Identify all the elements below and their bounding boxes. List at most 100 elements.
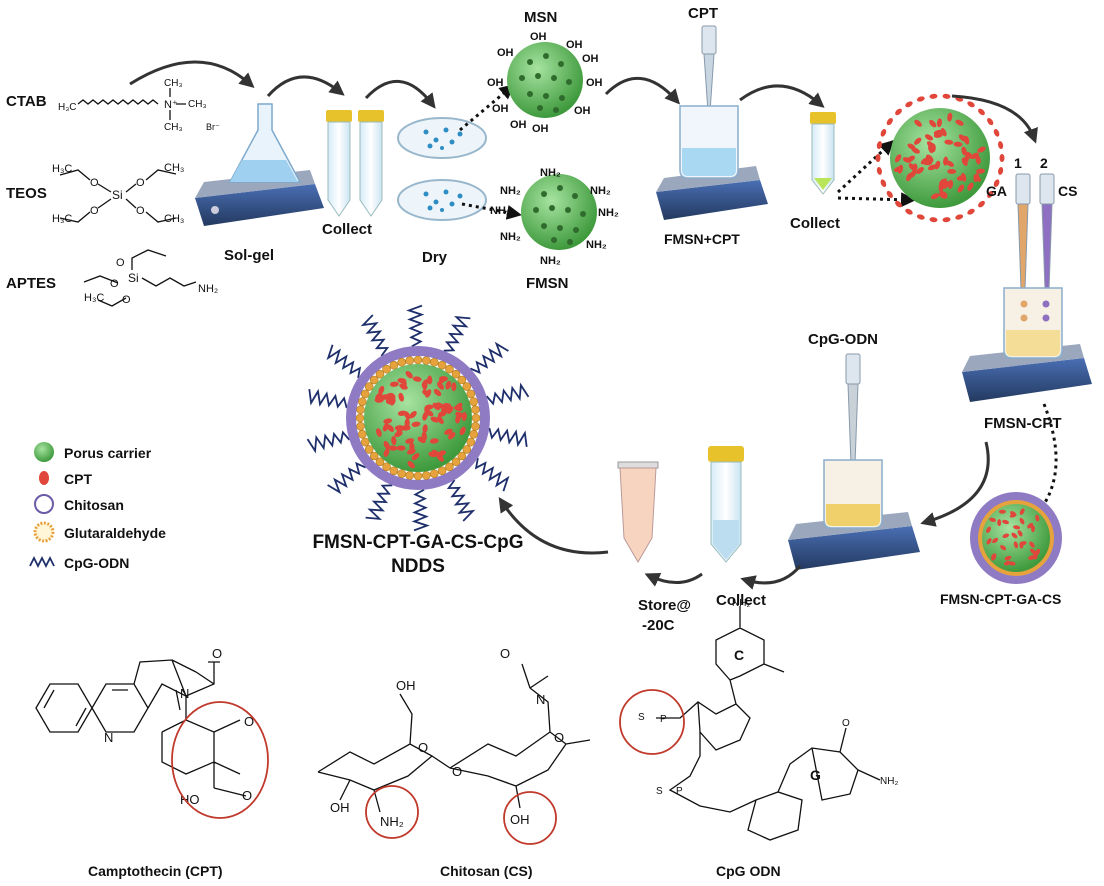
cpt-dot [955,214,964,220]
legend-item-chitosan: Chitosan [34,494,124,514]
dotted-arrow-to-fmsn [461,202,522,220]
centrifuge-tube-3 [708,446,744,563]
cs-oh-highlight [503,791,557,845]
step-solgel: Sol-gel [224,247,274,264]
step-fmsn-cpt: FMSN-CPT [984,415,1062,432]
cpt-dot [1019,508,1025,515]
teos-h3c-1: H₃C [52,163,72,175]
msn-oh-groups: OH OH OH OH OH OH OH OH OH OH [487,31,603,135]
stirrer-base [656,180,768,220]
cpt-dot [938,182,944,192]
cpg-strand [327,461,367,495]
beaker-stirrer-2 [962,287,1092,402]
teos-o3: O [90,205,99,217]
cpt-dot [916,167,924,174]
cpt-dot [986,538,992,545]
tube-cap [358,110,384,122]
cpg-odn-structure: S P S P NH₂ C G O NH₂ [619,598,898,841]
cpt-dot [978,200,985,208]
tube-body [811,123,835,195]
oh-label: OH [582,53,599,65]
stirrer-base [788,526,920,570]
cpt-dot [944,139,954,145]
cpt-dot [422,424,428,434]
tube-cap [708,446,744,462]
solgel-stirrer [195,103,324,226]
cpt-dot [379,394,388,401]
cpt-dot [378,385,385,395]
aptes-o1: O [116,257,125,269]
step-fmsn-cpt-ga-cs: FMSN-CPT-GA-CS [940,591,1061,607]
cpt-dot [404,418,410,428]
arrow-store-to-final [498,496,609,555]
cpt-dot [906,155,915,162]
teos-o1: O [90,177,99,189]
cpt-dot [424,406,430,416]
cpt-dot [893,166,903,173]
cpt-lactone-o: O [244,714,254,729]
cpt-dot [948,179,954,189]
cpt-dot [1013,541,1019,549]
cpt-dot [987,190,994,198]
glutaraldehyde-beads [355,355,481,481]
petri-dish [397,179,487,221]
oh-label: OH [497,47,514,59]
tube-cap [326,110,352,122]
ga-pipette [1015,173,1031,291]
step-cpg-odn-top: CpG-ODN [808,331,878,348]
legend-label: Porus carrier [64,445,152,461]
cs-acetyl-o: O [500,646,510,661]
beaker-liquid [826,504,880,526]
reagent-teos: TEOS Si O O O O H₃C CH₃ H₃C CH₃ [6,162,184,225]
cpt-dot [963,135,970,145]
cpt-dot [880,129,887,137]
cpt-dot [998,166,1004,175]
arrow-beaker-to-collect [739,84,825,108]
arrow-collect-to-store [644,572,703,587]
glutaraldehyde-bead [364,445,374,454]
glutaraldehyde-bead [360,437,370,447]
cpt-dot [441,407,450,413]
cpt-dot [992,537,999,544]
tube-body [359,121,383,217]
cpt-dot [425,389,432,398]
step-fmsn-cpt-mix: FMSN+CPT [664,231,740,247]
cpt-highlight-circle [171,701,269,819]
ctab-methyl-bonds [169,88,186,120]
cpt-dot [1017,530,1023,537]
legend-swatch [34,442,54,462]
step-collect-1: Collect [322,221,372,238]
cpt-dot [438,376,446,385]
cpt-dot [998,141,1004,150]
tube-rim [617,461,659,469]
oh-label: OH [487,77,504,89]
cpt-dot [388,445,398,451]
cpt-dot [459,426,466,436]
cpg-s2: S [656,786,663,797]
cs-ring-o2: O [554,730,564,745]
centrifuge-tube-2 [810,112,836,195]
cs-nh2-highlight [365,785,419,839]
cpt-dot [924,134,934,141]
stirrer-base [195,184,324,226]
glutaraldehyde-bead [462,382,472,391]
cpt-dot [993,129,1000,137]
tube-cap [810,112,836,124]
cpt-dot [405,370,413,379]
cpt-dot [929,217,938,223]
glutaraldehyde-bead [389,466,399,476]
cpt-dot [916,96,925,102]
teos-o4: O [136,205,145,217]
glutaraldehyde-bead [355,413,365,423]
teos-label: TEOS [6,185,47,202]
cpt-dot [430,416,440,423]
glutaraldehyde-bead [413,471,423,481]
cpt-dot [409,411,417,419]
cpt-dot [437,381,444,390]
cpt-dot [927,164,937,171]
glutaraldehyde-bead [360,389,370,399]
cpt-dot [1035,514,1040,522]
cpg-nh2-g: NH₂ [880,776,898,787]
cpt-dot [1019,517,1025,525]
pipette-body [1015,173,1031,205]
